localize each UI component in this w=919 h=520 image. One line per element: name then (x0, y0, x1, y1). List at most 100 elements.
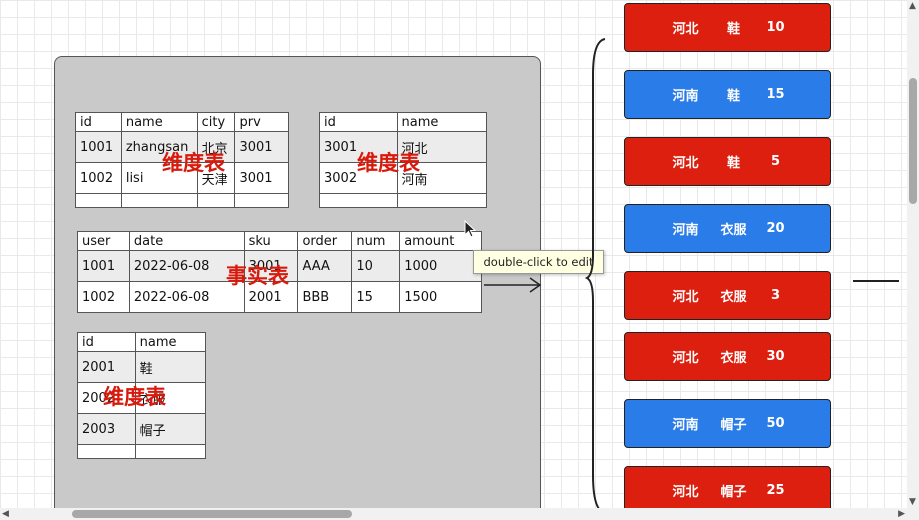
table-cell: 2001 (243, 281, 299, 313)
dimension-table-label: 维度表 (357, 151, 420, 175)
table-cell: 3001 (234, 162, 289, 194)
card-province: 河北 (672, 290, 699, 305)
header-cell: prv (234, 112, 289, 132)
table-row: 1001 zhangsan 北京 3001 (75, 131, 289, 163)
table-cell: 天津 (196, 162, 236, 194)
data-card[interactable]: 河南 鞋 15 (624, 70, 831, 119)
table-row: 2003 帽子 (77, 413, 207, 445)
sku-dimension-table[interactable]: id name 2001 鞋 2002 衣服 2003 帽子 (77, 332, 207, 459)
table-row: 3002 河南 (319, 162, 488, 194)
scroll-up-arrow-icon[interactable]: ▲ (909, 1, 916, 11)
table-cell: 2003 (77, 413, 136, 445)
table-cell: 2002 (77, 382, 136, 414)
table-cell: 帽子 (134, 413, 207, 445)
table-cell: zhangsan (120, 131, 198, 163)
card-province: 河南 (672, 223, 699, 238)
scroll-down-arrow-icon[interactable]: ▼ (909, 497, 916, 507)
table-empty-row (319, 193, 488, 208)
data-card[interactable]: 河南 衣服 20 (624, 204, 831, 253)
data-card[interactable]: 河北 鞋 5 (624, 137, 831, 186)
fact-table-label: 事实表 (226, 264, 289, 288)
table-cell: 3002 (319, 162, 398, 194)
curly-brace-shape[interactable] (585, 35, 609, 515)
table-cell: 1002 (75, 162, 122, 194)
dimension-table-label: 维度表 (103, 385, 166, 409)
card-number: 50 (766, 416, 785, 431)
table-cell: 1000 (399, 250, 482, 282)
header-cell: date (128, 231, 245, 251)
table-cell: AAA (297, 250, 353, 282)
card-number: 25 (766, 483, 785, 498)
connector-arrow[interactable] (482, 270, 544, 300)
header-cell: id (77, 332, 136, 352)
data-card[interactable]: 河北 衣服 3 (624, 271, 831, 320)
tooltip: double-click to edit (473, 250, 604, 274)
header-cell: name (134, 332, 207, 352)
horizontal-scrollbar[interactable]: ◀ ▶ (0, 508, 907, 520)
card-number: 20 (766, 221, 785, 236)
data-card[interactable]: 河南 帽子 50 (624, 399, 831, 448)
data-card[interactable]: 河北 鞋 10 (624, 3, 831, 52)
connector-line[interactable] (853, 280, 899, 282)
table-row: 1002 lisi 天津 3001 (75, 162, 289, 194)
table-cell: 2022-06-08 (128, 250, 245, 282)
table-cell: 2001 (77, 351, 136, 383)
table-cell: 1001 (77, 250, 130, 282)
header-cell: user (77, 231, 130, 251)
fact-table[interactable]: user date sku order num amount 1001 2022… (77, 231, 482, 313)
card-product: 鞋 (726, 156, 740, 171)
province-dimension-table[interactable]: id name 3001 河北 3002 河南 (319, 112, 488, 208)
table-cell: 鞋 (134, 351, 207, 383)
table-cell: 10 (351, 250, 401, 282)
mouse-cursor-icon (464, 220, 477, 238)
card-product: 帽子 (720, 485, 747, 500)
data-card[interactable]: 河北 帽子 25 (624, 466, 831, 515)
card-product: 衣服 (720, 290, 747, 305)
card-province: 河北 (672, 156, 699, 171)
vertical-scrollbar-thumb[interactable] (909, 78, 917, 204)
table-cell: lisi (120, 162, 198, 194)
header-cell: name (396, 112, 488, 132)
table-cell: 北京 (196, 131, 236, 163)
table-cell: 1500 (399, 281, 482, 313)
card-product: 衣服 (720, 351, 747, 366)
table-header-row: user date sku order num amount (77, 231, 482, 251)
scroll-right-arrow-icon[interactable]: ▶ (898, 509, 905, 519)
table-empty-row (77, 444, 207, 459)
table-cell: 15 (351, 281, 401, 313)
header-cell: sku (243, 231, 299, 251)
card-product: 鞋 (726, 89, 740, 104)
header-cell: city (196, 112, 236, 132)
table-cell: 衣服 (134, 382, 207, 414)
table-cell: 2022-06-08 (128, 281, 245, 313)
table-row: 2001 鞋 (77, 351, 207, 383)
card-number: 10 (766, 20, 785, 35)
dimension-table-label: 维度表 (162, 151, 225, 175)
table-row: 1002 2022-06-08 2001 BBB 15 1500 (77, 281, 482, 313)
card-product: 鞋 (726, 22, 740, 37)
table-cell: 3001 (234, 131, 289, 163)
card-product: 衣服 (720, 223, 747, 238)
table-header-row: id name (319, 112, 488, 132)
horizontal-scrollbar-thumb[interactable] (72, 510, 352, 518)
table-header-row: id name (77, 332, 207, 352)
header-cell: id (75, 112, 122, 132)
user-dimension-table[interactable]: id name city prv 1001 zhangsan 北京 3001 1… (75, 112, 289, 208)
card-product: 帽子 (720, 418, 747, 433)
table-cell: BBB (297, 281, 353, 313)
vertical-scrollbar[interactable]: ▲ ▼ (907, 0, 919, 520)
table-row: 3001 河北 (319, 131, 488, 163)
card-province: 河北 (672, 351, 699, 366)
card-province: 河北 (672, 22, 699, 37)
table-row: 1001 2022-06-08 3001 AAA 10 1000 (77, 250, 482, 282)
header-cell: name (120, 112, 198, 132)
scroll-left-arrow-icon[interactable]: ◀ (2, 509, 9, 519)
header-cell: order (297, 231, 353, 251)
data-card[interactable]: 河北 衣服 30 (624, 332, 831, 381)
table-cell: 3001 (319, 131, 398, 163)
card-number: 15 (766, 87, 785, 102)
card-province: 河北 (672, 485, 699, 500)
card-number: 3 (770, 288, 781, 303)
table-cell: 1002 (77, 281, 130, 313)
table-empty-row (75, 193, 289, 208)
